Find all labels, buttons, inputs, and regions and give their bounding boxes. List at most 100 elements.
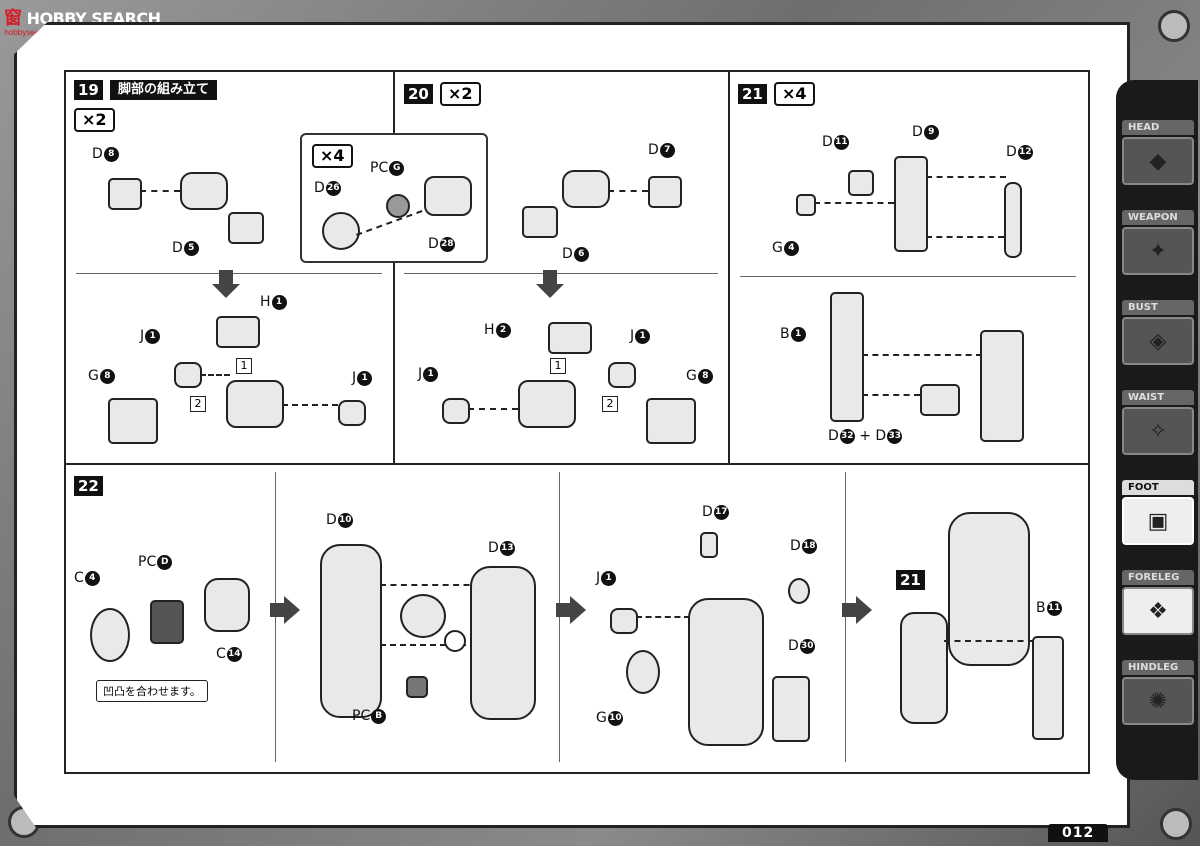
weapon-icon: ✦ <box>1122 227 1194 275</box>
part-d8 <box>108 178 142 210</box>
foot-icon: ▣ <box>1122 497 1194 545</box>
part-c4 <box>90 608 130 662</box>
assembly-line <box>200 374 230 376</box>
assembly-line <box>862 394 920 396</box>
part-h2 <box>548 322 592 354</box>
head-icon: ◆ <box>1122 137 1194 185</box>
part-j1 <box>610 608 638 634</box>
part-leg-assembly <box>980 330 1024 442</box>
arrow-right-icon <box>556 596 586 624</box>
part-pcg <box>386 194 410 218</box>
part-d5 <box>228 212 264 244</box>
order-marker: 1 <box>550 358 566 374</box>
part-assembly <box>518 380 576 428</box>
arrow-down-icon <box>212 270 240 298</box>
part-d32 <box>920 384 960 416</box>
order-marker: 2 <box>602 396 618 412</box>
part-bearing <box>400 594 446 638</box>
bust-icon: ◈ <box>1122 317 1194 365</box>
arrow-down-icon <box>536 270 564 298</box>
col-divider <box>393 70 395 464</box>
assembly-line <box>380 584 480 586</box>
part-d28 <box>424 176 472 216</box>
multiplier-badge: ×2 <box>440 82 481 106</box>
part-d7 <box>648 176 682 208</box>
instruction-note: 凹凸を合わせます。 <box>96 680 208 702</box>
assembly-line <box>926 236 1004 238</box>
assembly-line <box>944 640 1034 642</box>
part-assembly <box>226 380 284 428</box>
sub-divider <box>275 472 276 762</box>
tab-head[interactable]: HEAD ◆ <box>1122 120 1194 185</box>
part-h1 <box>216 316 260 348</box>
tab-bust[interactable]: BUST ◈ <box>1122 300 1194 365</box>
hindleg-icon: ✺ <box>1122 677 1194 725</box>
step-title: 脚部の組み立て <box>110 80 218 100</box>
part-d26 <box>322 212 360 250</box>
step-number: 19 <box>74 80 103 100</box>
part-c14 <box>204 578 250 632</box>
assembly-line <box>282 404 338 406</box>
assembly-line <box>814 202 894 204</box>
multiplier-badge: ×4 <box>312 144 353 168</box>
section-sidebar: HEAD ◆ WEAPON ✦ BUST ◈ WAIST ✧ FOOT ▣ FO… <box>1116 80 1198 780</box>
step-number: 21 <box>738 84 767 104</box>
arrow-right-icon <box>270 596 300 624</box>
part-j1 <box>442 398 470 424</box>
part-d10 <box>320 544 382 718</box>
part-d18 <box>788 578 810 604</box>
tab-foot[interactable]: FOOT ▣ <box>1122 480 1194 545</box>
step-reference: 21 <box>896 570 925 590</box>
multiplier-badge: ×4 <box>774 82 815 106</box>
row-divider <box>64 463 1088 465</box>
part-j1 <box>608 362 636 388</box>
step-number: 20 <box>404 84 433 104</box>
part-j1 <box>174 362 202 388</box>
tab-foreleg[interactable]: FORELEG ❖ <box>1122 570 1194 635</box>
order-marker: 1 <box>236 358 252 374</box>
sub-divider <box>404 273 718 274</box>
tab-hindleg[interactable]: HINDLEG ✺ <box>1122 660 1194 725</box>
tab-weapon[interactable]: WEAPON ✦ <box>1122 210 1194 275</box>
part-j1 <box>338 400 366 426</box>
step-number: 22 <box>74 476 103 496</box>
waist-icon: ✧ <box>1122 407 1194 455</box>
tab-waist[interactable]: WAIST ✧ <box>1122 390 1194 455</box>
part-main-body <box>688 598 764 746</box>
part-hub <box>562 170 610 208</box>
part-g10 <box>626 650 660 694</box>
part-leg-assembly <box>900 612 948 724</box>
sub-divider <box>845 472 846 762</box>
col-divider <box>728 70 730 464</box>
sub-divider <box>559 472 560 762</box>
caution-icon <box>444 630 466 652</box>
